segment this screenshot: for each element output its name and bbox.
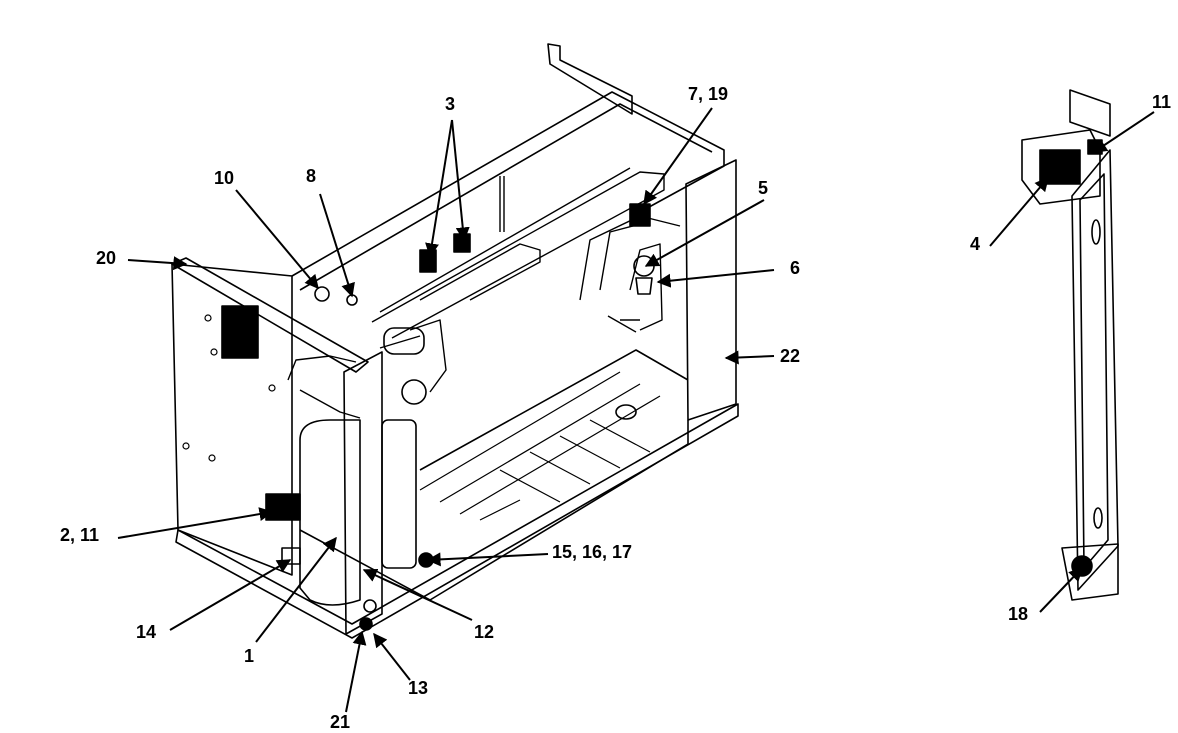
compressor-body [299,419,361,606]
valve-3a [419,249,437,273]
leader-13 [373,632,411,681]
leader-3b [451,119,470,242]
filter-drier-top [401,379,427,405]
base-back-edge [419,349,689,471]
receiver-tank [381,419,417,569]
leader-8 [319,193,355,298]
callout-10: 10 [214,168,234,188]
callout-20: 20 [96,248,116,268]
leader-15-16-17 [426,552,549,567]
left-end-panel [171,263,293,576]
valve-6 [635,277,653,295]
leader-14 [169,559,292,631]
callout-11: 11 [1152,92,1171,112]
tubing-top-run [371,167,681,339]
leader-12 [362,568,473,621]
callout-4: 4 [970,234,980,254]
callout-2-11: 2, 11 [60,525,99,545]
frame-top-rail-back [299,103,713,291]
tubing-lower-run [287,319,447,419]
fitting-14 [281,547,301,565]
side-panel-mount [1021,129,1101,205]
callout-22: 22 [780,346,800,366]
leader-11 [1092,111,1155,153]
callout-8: 8 [306,166,316,186]
sight-glass [383,327,425,355]
base-frame [175,403,739,639]
switch-2-11 [265,493,301,521]
side-panel-top-bracket [1069,89,1111,137]
side-panel-detail [1021,89,1119,601]
top-front-rail [171,257,369,373]
leader-4 [989,176,1049,247]
callout-7-19: 7, 19 [688,84,728,104]
leader-3a [425,119,453,258]
left-panel-window [221,305,259,359]
valve-5 [633,255,655,277]
callout-5: 5 [758,178,768,198]
callout-1: 1 [244,646,254,666]
leader-2-11 [117,507,274,539]
leader-21 [345,630,367,713]
leader-5 [644,199,765,267]
callout-15-16-17: 15, 16, 17 [552,542,632,562]
base-grating [419,371,661,521]
main-unit-assembly [171,43,739,639]
leader-20 [127,256,188,271]
fitting-10 [314,286,330,302]
back-panel [547,43,633,115]
side-panel-fitting-18 [1071,555,1093,577]
callout-labels: 3 7, 19 10 8 5 20 6 22 2, 11 15, 16, 17 … [60,84,1171,732]
leader-7-19 [643,107,713,206]
leader-10 [235,189,319,290]
front-support-post [343,351,383,635]
callout-6: 6 [790,258,800,278]
leader-18 [1039,566,1083,613]
leader-1 [255,536,337,643]
leader-arrows [117,107,1155,713]
callout-13: 13 [408,678,428,698]
side-panel-inner [1079,173,1109,569]
callout-18: 18 [1008,604,1028,624]
valve-7-19 [629,203,651,227]
base-drain-hole [615,404,637,420]
callout-12: 12 [474,622,494,642]
fitting-8 [346,294,358,306]
callout-14: 14 [136,622,156,642]
valve-3b [453,233,471,253]
leader-22 [724,350,775,365]
right-end-panel [685,159,737,421]
frame-upper-outline [291,91,725,277]
callout-3: 3 [445,94,455,114]
leader-6 [656,269,775,288]
base-inner-edge [299,420,689,601]
callout-21: 21 [330,712,350,732]
